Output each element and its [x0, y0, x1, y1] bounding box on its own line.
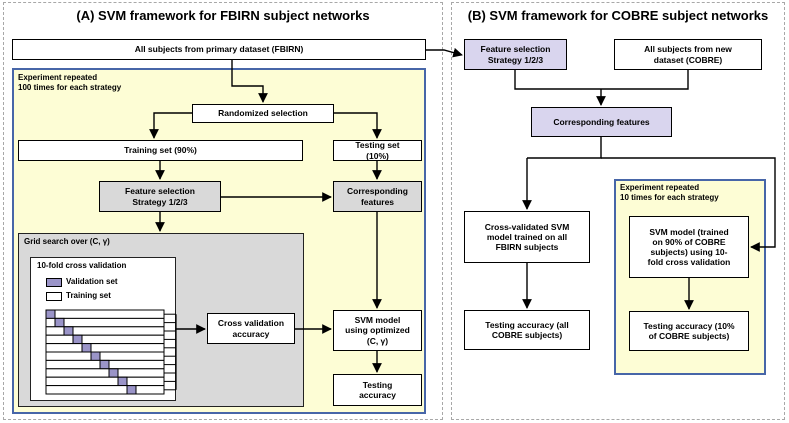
a-experiment-label: Experiment repeated 100 times for each s…	[18, 73, 121, 93]
a-svm-model-line-3: (C, γ)	[366, 335, 389, 346]
a-svm-model-line-1: SVM model	[354, 315, 401, 326]
b-feature-selection-box: Feature selection Strategy 1/2/3	[464, 39, 567, 70]
b-svm-trained-line-2: on 90% of COBRE	[652, 236, 726, 247]
legend-training-swatch	[46, 292, 62, 301]
b-testing-all-line-1: Testing accuracy (all	[485, 319, 569, 330]
a-testing-accuracy-line-1: Testing	[362, 379, 393, 390]
b-all-new-line-1: All subjects from new	[644, 44, 732, 55]
a-corresponding-features-box: Corresponding features	[333, 181, 422, 212]
b-feature-selection-line-2: Strategy 1/2/3	[487, 54, 544, 65]
a-training-set-text: Training set (90%)	[124, 145, 197, 156]
legend-training-label: Training set	[66, 291, 111, 300]
b-experiment-label: Experiment repeated 10 times for each st…	[620, 183, 719, 203]
a-training-set-box: Training set (90%)	[18, 140, 303, 161]
b-cross-validated-line-3: FBIRN subjects	[495, 242, 559, 253]
a-feature-selection-line-1: Feature selection	[125, 186, 195, 197]
a-svm-model-box: SVM model using optimized (C, γ)	[333, 310, 422, 351]
b-testing-all-box: Testing accuracy (all COBRE subjects)	[464, 310, 590, 350]
a-testing-accuracy-line-2: accuracy	[359, 390, 396, 400]
b-cross-validated-box: Cross-validated SVM model trained on all…	[464, 211, 590, 263]
b-corresponding-text: Corresponding features	[553, 116, 650, 127]
a-testing-accuracy-box: Testing accuracy	[333, 374, 422, 406]
b-cross-validated-line-1: Cross-validated SVM	[484, 221, 570, 232]
b-testing-10-line-2: of COBRE subjects)	[648, 331, 730, 341]
panel-b-title: (B) SVM framework for COBRE subject netw…	[467, 8, 769, 23]
b-testing-all-line-2: COBRE subjects)	[491, 330, 563, 340]
a-experiment-line-1: Experiment repeated	[18, 73, 98, 82]
b-svm-trained-line-4: fold cross validation	[647, 257, 731, 268]
b-svm-trained-line-1: SVM model (trained	[649, 226, 729, 237]
a-feature-selection-box: Feature selection Strategy 1/2/3	[99, 181, 221, 212]
b-cross-validated-line-2: model trained on all	[486, 231, 568, 242]
panel-a	[3, 2, 443, 420]
a-all-subjects-text: All subjects from primary dataset (FBIRN…	[134, 44, 304, 55]
a-cv-accuracy-line-1: Cross validation	[217, 318, 285, 329]
a-testing-set-line-2: (10%)	[366, 150, 389, 161]
b-experiment-line-1: Experiment repeated	[620, 183, 700, 192]
a-testing-set-line-1: Testing set	[355, 140, 400, 151]
a-experiment-line-2: 100 times for each strategy	[18, 83, 122, 92]
panel-a-title: (A) SVM framework for FBIRN subject netw…	[76, 8, 370, 23]
a-cv-accuracy-line-2: accuracy	[232, 328, 270, 339]
a-testing-set-box: Testing set (10%)	[333, 140, 422, 161]
b-testing-10-line-1: Testing accuracy (10%	[643, 320, 735, 331]
b-svm-trained-box: SVM model (trained on 90% of COBRE subje…	[629, 216, 749, 278]
panel-b	[451, 2, 785, 420]
a-grid-search-label: Grid search over (C, γ)	[24, 237, 110, 246]
b-svm-trained-line-3: subjects) using 10-	[650, 247, 728, 257]
b-corresponding-features-box: Corresponding features	[531, 107, 672, 137]
a-randomized-selection-box: Randomized selection	[192, 104, 334, 123]
b-feature-selection-line-1: Feature selection	[480, 44, 551, 55]
b-all-new-line-2: dataset (COBRE)	[653, 54, 723, 65]
a-randomized-text: Randomized selection	[218, 108, 308, 119]
b-testing-10-box: Testing accuracy (10% of COBRE subjects)	[629, 311, 749, 351]
a-corresponding-line-1: Corresponding	[347, 186, 408, 197]
a-feature-selection-line-2: Strategy 1/2/3	[132, 196, 188, 207]
a-svm-model-line-2: using optimized	[345, 325, 410, 336]
a-all-subjects-box: All subjects from primary dataset (FBIRN…	[12, 39, 426, 60]
legend-validation-label: Validation set	[66, 277, 118, 286]
legend-validation-swatch	[46, 278, 62, 287]
a-cv-title: 10-fold cross validation	[37, 261, 127, 270]
a-cv-accuracy-box: Cross validation accuracy	[207, 313, 295, 344]
b-experiment-line-2: 10 times for each strategy	[620, 193, 719, 202]
a-corresponding-line-2: features	[360, 196, 395, 207]
b-all-new-box: All subjects from new dataset (COBRE)	[614, 39, 762, 70]
